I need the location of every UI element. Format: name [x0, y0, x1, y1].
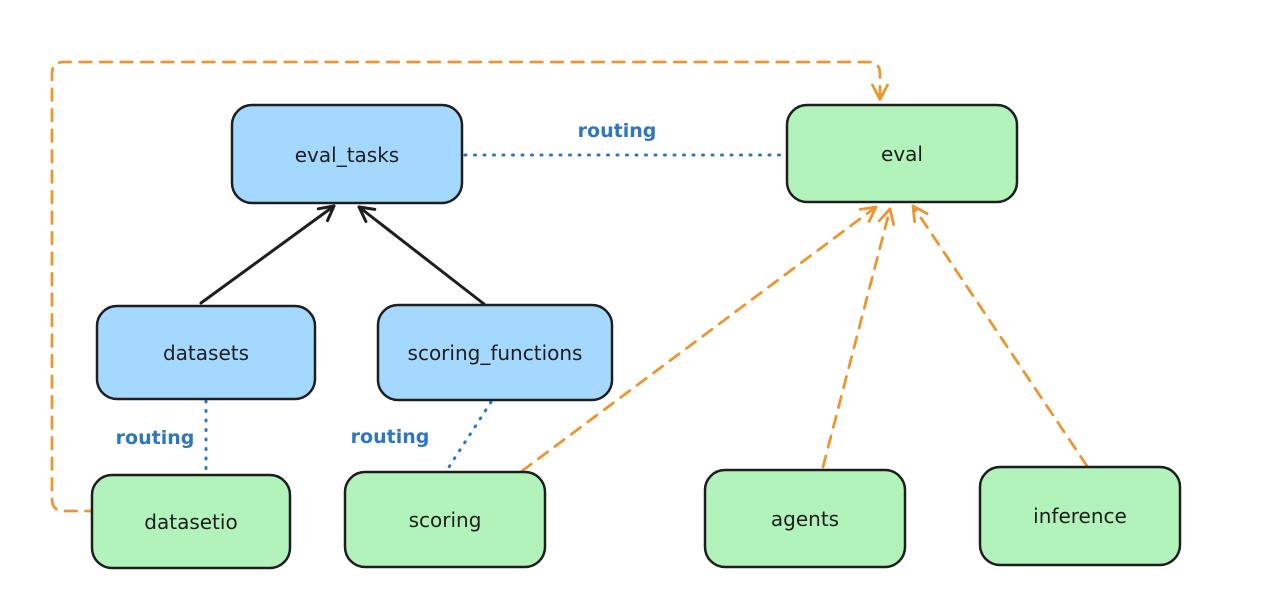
node-datasets-label: datasets: [163, 341, 249, 365]
node-eval-tasks-box: [230, 103, 464, 205]
arrowhead-scoring-functions-to-eval-tasks: [357, 205, 377, 223]
node-eval-tasks: eval_tasks: [230, 103, 464, 205]
arrowhead-datasetio-to-eval: [871, 83, 889, 101]
node-scoring-functions-box: [376, 303, 614, 402]
node-datasets-box: [95, 304, 317, 401]
edge-label-routing-datasetio: routing: [116, 427, 195, 449]
node-datasets: datasets: [95, 304, 317, 401]
edge-scoring-functions-to-eval-tasks: [357, 205, 486, 306]
node-datasetio: datasetio: [90, 473, 292, 570]
node-agents: agents: [703, 468, 907, 569]
node-eval-box: [785, 103, 1019, 204]
node-scoring-label: scoring: [409, 508, 482, 532]
edge-datasets-to-eval-tasks: [199, 204, 336, 305]
node-eval-label: eval: [881, 142, 923, 166]
edge-label-routing-eval: routing: [578, 120, 657, 142]
node-eval-tasks-label: eval_tasks: [295, 143, 399, 167]
edge-label-routing-scoring: routing: [351, 426, 430, 448]
node-inference: inference: [978, 465, 1182, 567]
node-scoring: scoring: [343, 470, 547, 569]
node-inference-label: inference: [1033, 504, 1127, 528]
node-eval: eval: [785, 103, 1019, 204]
arrowhead-datasets-to-eval-tasks: [316, 204, 336, 223]
edge-inference-to-eval: [911, 204, 1089, 468]
node-agents-box: [703, 468, 907, 569]
node-inference-box: [978, 465, 1182, 567]
arrowhead-agents-to-eval: [877, 207, 896, 226]
node-scoring-box: [343, 470, 547, 569]
node-agents-label: agents: [771, 507, 839, 531]
edge-agents-to-eval: [821, 207, 892, 469]
arrowhead-scoring-to-eval: [858, 205, 878, 223]
node-datasetio-label: datasetio: [144, 510, 237, 534]
edge-scoring-to-eval: [520, 205, 878, 473]
edge-datasetio-to-eval-loop: [50, 60, 882, 513]
edge-scoring-functions-scoring-routing: [445, 400, 493, 472]
node-datasetio-box: [90, 473, 292, 570]
node-scoring-functions: scoring_functions: [376, 303, 614, 402]
arrowhead-inference-to-eval: [911, 204, 929, 224]
node-scoring-functions-label: scoring_functions: [408, 341, 583, 365]
